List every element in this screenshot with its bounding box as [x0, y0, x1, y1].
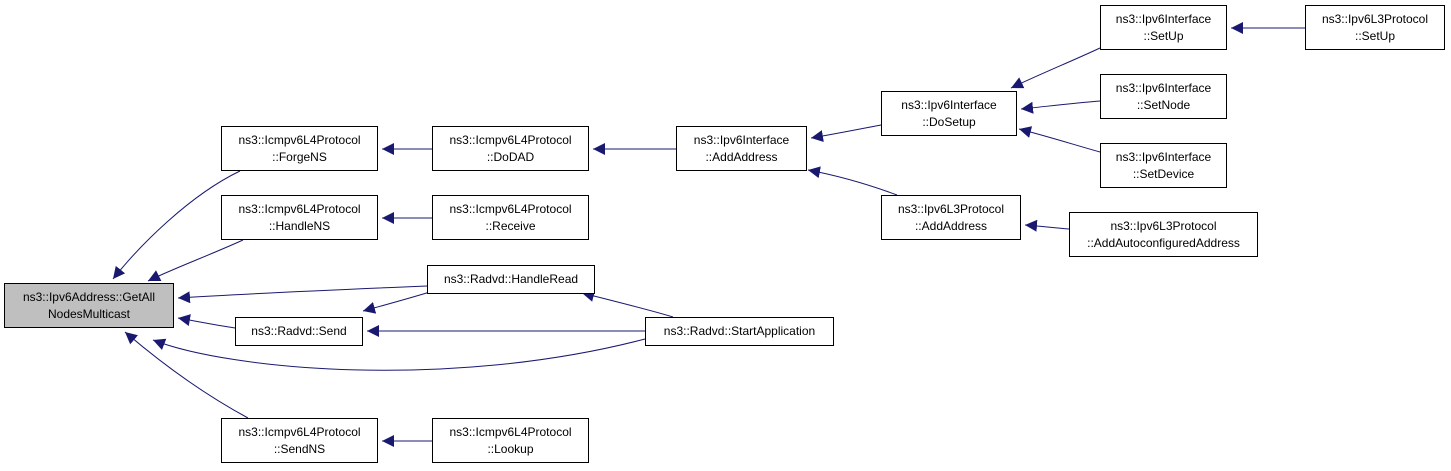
node-ifaddaddr-line2: ::AddAddress [705, 149, 778, 164]
node-setnode-line2: ::SetNode [1136, 97, 1191, 112]
edge-sendns-to-root [124, 331, 249, 419]
edge-setup-to-dosetup [1010, 47, 1101, 89]
node-lookup-line1: ns3::Icmpv6L4Protocol [449, 424, 572, 439]
node-lookup[interactable]: ns3::Icmpv6L4Protocol ::Lookup [432, 418, 589, 463]
node-setdevice-line2: ::SetDevice [1132, 166, 1195, 181]
node-receive-line1: ns3::Icmpv6L4Protocol [449, 201, 572, 216]
node-root: ns3::Ipv6Address::GetAll NodesMulticast [4, 283, 174, 328]
node-dosetup[interactable]: ns3::Ipv6Interface ::DoSetup [881, 91, 1017, 136]
node-sendns-line2: ::SendNS [273, 441, 326, 456]
node-root-line1: ns3::Ipv6Address::GetAll [22, 289, 156, 304]
node-forgens-line2: ::ForgeNS [272, 149, 327, 164]
edge-setdevice-to-dosetup [1018, 126, 1101, 153]
edge-l3addaddr-to-ifaddaddr [807, 166, 898, 196]
node-l3addaddr-line2: ::AddAddress [914, 218, 988, 233]
edge-handlens-to-root [147, 239, 244, 282]
node-l3setup-line2: ::SetUp [1354, 28, 1396, 43]
node-autoconf-line1: ns3::Ipv6L3Protocol [1110, 218, 1217, 233]
node-handlens-line2: ::HandleNS [268, 218, 331, 233]
node-l3addaddr-line1: ns3::Ipv6L3Protocol [897, 201, 1005, 216]
node-handlens-line1: ns3::Icmpv6L4Protocol [238, 201, 361, 216]
node-ifaddaddr[interactable]: ns3::Ipv6Interface ::AddAddress [676, 126, 807, 171]
node-setup-line2: ::SetUp [1143, 28, 1184, 43]
edge-handleread-to-send [362, 291, 431, 314]
edge-forgens-to-root [112, 170, 241, 280]
node-dosetup-line2: ::DoSetup [922, 114, 976, 129]
node-send[interactable]: ns3::Radvd::Send [235, 317, 363, 346]
node-l3setup[interactable]: ns3::Ipv6L3Protocol ::SetUp [1305, 5, 1445, 50]
node-setdevice-line1: ns3::Ipv6Interface [1115, 149, 1212, 164]
node-autoconf-line2: ::AddAutoconfiguredAddress [1087, 235, 1240, 250]
node-forgens[interactable]: ns3::Icmpv6L4Protocol ::ForgeNS [221, 126, 378, 171]
node-sendns[interactable]: ns3::Icmpv6L4Protocol ::SendNS [221, 418, 378, 463]
node-send-line1: ns3::Radvd::Send [251, 324, 347, 338]
node-dodad[interactable]: ns3::Icmpv6L4Protocol ::DoDAD [432, 126, 589, 171]
node-handlens[interactable]: ns3::Icmpv6L4Protocol ::HandleNS [221, 195, 378, 240]
node-setup[interactable]: ns3::Ipv6Interface ::SetUp [1100, 5, 1227, 50]
node-dosetup-line1: ns3::Ipv6Interface [901, 97, 997, 112]
node-l3addaddr[interactable]: ns3::Ipv6L3Protocol ::AddAddress [881, 195, 1021, 240]
node-setnode[interactable]: ns3::Ipv6Interface ::SetNode [1100, 74, 1227, 119]
node-ifaddaddr-line1: ns3::Ipv6Interface [693, 132, 790, 147]
edge-autoconf-to-l3addaddr [1024, 219, 1070, 232]
edge-setnode-to-dosetup [1020, 100, 1101, 114]
node-startapp-line1: ns3::Radvd::StartApplication [663, 324, 816, 338]
node-l3setup-line1: ns3::Ipv6L3Protocol [1321, 11, 1429, 26]
node-handleread-line1: ns3::Radvd::HandleRead [443, 272, 579, 286]
node-handleread[interactable]: ns3::Radvd::HandleRead [427, 265, 595, 294]
node-root-line2: NodesMulticast [47, 306, 131, 321]
edge-startapp-to-root [152, 338, 646, 371]
edge-handleread-to-root [177, 285, 428, 304]
node-setdevice[interactable]: ns3::Ipv6Interface ::SetDevice [1100, 143, 1227, 188]
edge-dosetup-to-ifaddaddr [810, 124, 882, 142]
node-receive[interactable]: ns3::Icmpv6L4Protocol ::Receive [432, 195, 589, 240]
node-sendns-line1: ns3::Icmpv6L4Protocol [238, 424, 361, 439]
node-setnode-line1: ns3::Ipv6Interface [1115, 80, 1212, 95]
node-autoconf[interactable]: ns3::Ipv6L3Protocol ::AddAutoconfiguredA… [1069, 212, 1258, 257]
node-dodad-line2: ::DoDAD [486, 149, 535, 164]
node-receive-line2: ::Receive [485, 218, 536, 233]
edge-startapp-to-handleread [581, 290, 674, 318]
node-setup-line1: ns3::Ipv6Interface [1115, 11, 1212, 26]
node-dodad-line1: ns3::Icmpv6L4Protocol [449, 132, 572, 147]
node-forgens-line1: ns3::Icmpv6L4Protocol [238, 132, 361, 147]
edge-send-to-root [177, 314, 236, 329]
node-startapp[interactable]: ns3::Radvd::StartApplication [645, 317, 834, 346]
node-lookup-line2: ::Lookup [487, 441, 534, 456]
